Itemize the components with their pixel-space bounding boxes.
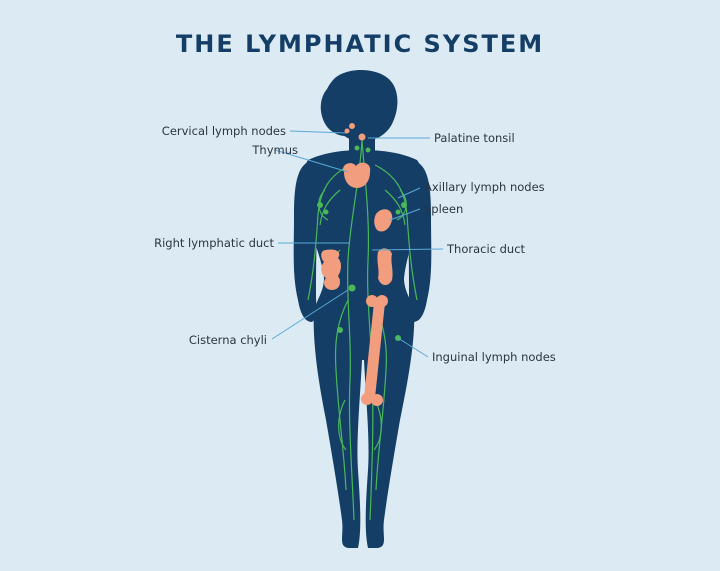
- leader-lines: [271, 130, 444, 358]
- cervical-node: [349, 123, 355, 129]
- label-palatine-tonsil: Palatine tonsil: [434, 131, 515, 145]
- label-inguinal-lymph-nodes: Inguinal lymph nodes: [432, 350, 556, 364]
- labels: Cervical lymph nodes Thymus Right lympha…: [154, 124, 556, 364]
- organs: [321, 123, 393, 406]
- label-thymus: Thymus: [251, 143, 298, 157]
- label-right-lymphatic-duct: Right lymphatic duct: [154, 236, 274, 250]
- label-spleen: Spleen: [424, 202, 463, 216]
- label-axillary-lymph-nodes: Axillary lymph nodes: [424, 180, 545, 194]
- thymus: [343, 162, 371, 188]
- large-intestine: [321, 249, 341, 290]
- label-thoracic-duct: Thoracic duct: [446, 242, 526, 256]
- diagram-title: THE LYMPHATIC SYSTEM: [175, 30, 545, 58]
- cervical-node: [344, 128, 350, 134]
- spleen: [374, 209, 393, 232]
- label-cervical-lymph-nodes: Cervical lymph nodes: [162, 124, 286, 138]
- palatine-tonsil: [358, 133, 366, 141]
- label-cisterna-chyli: Cisterna chyli: [189, 333, 267, 347]
- femur-bone: [361, 295, 388, 406]
- abdominal-organ: [377, 248, 393, 286]
